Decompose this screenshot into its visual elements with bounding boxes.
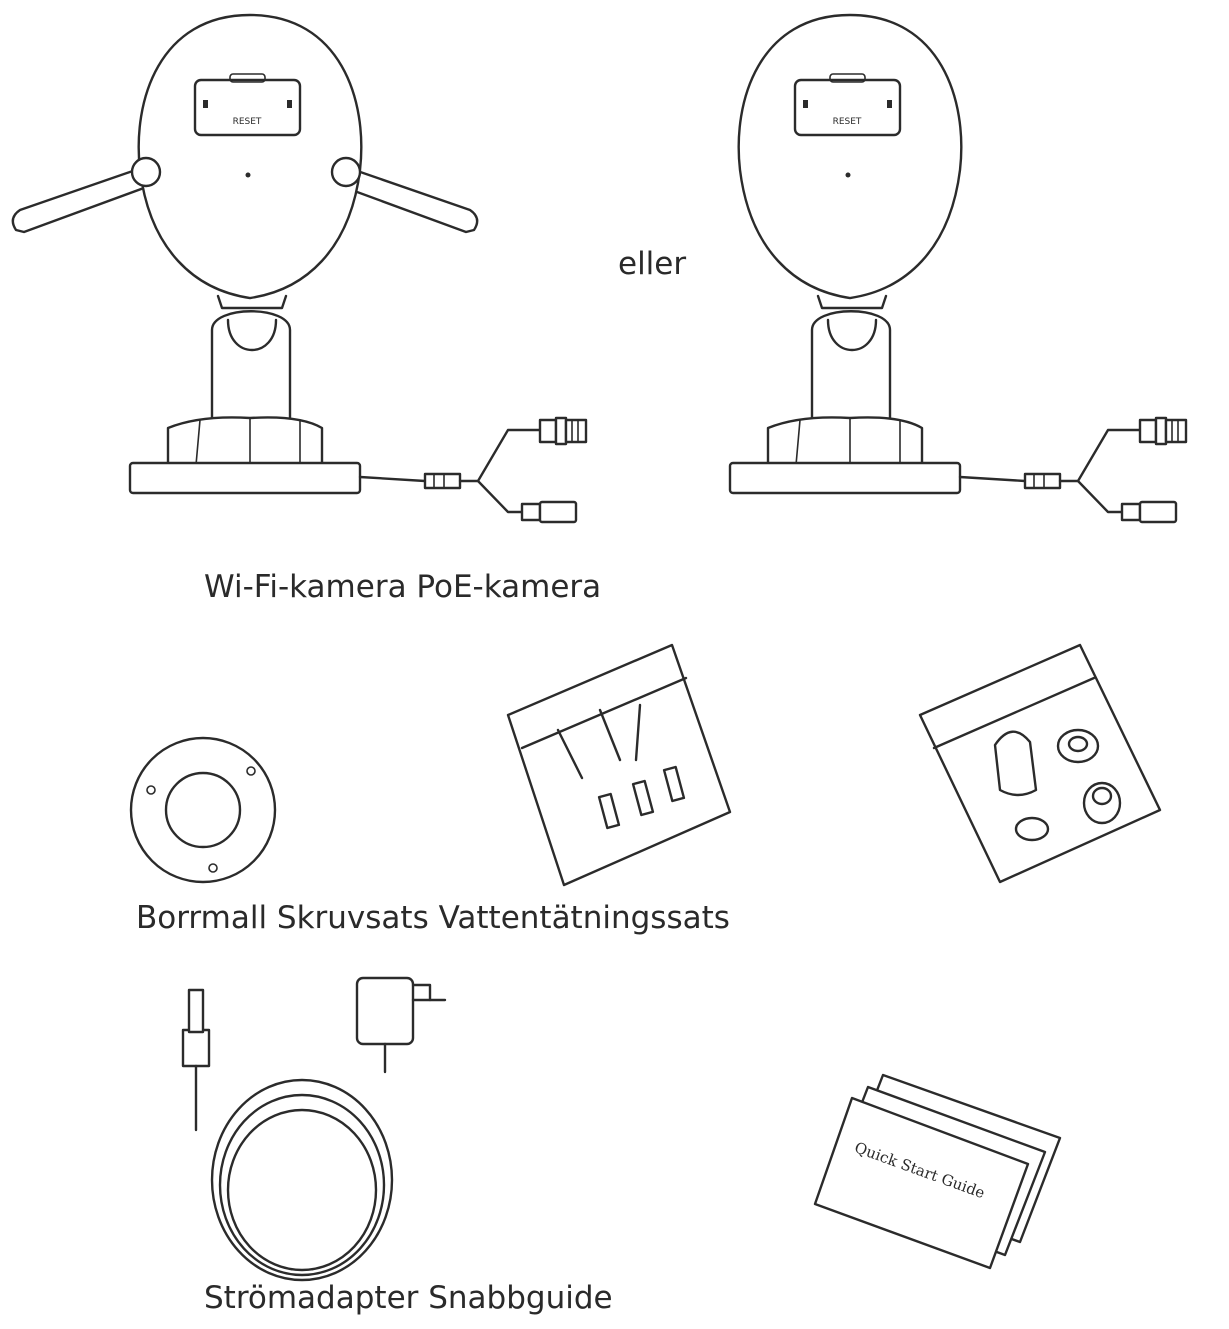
power-caption: Strömadapter Snabbguide <box>204 1280 613 1316</box>
screw-kit-drawing <box>506 643 732 887</box>
camera-caption: Wi-Fi-kamera PoE-kamera <box>204 569 602 605</box>
or-word: eller <box>618 246 687 282</box>
drill-template-drawing <box>129 736 277 884</box>
waterproof-kit-drawing <box>918 643 1162 884</box>
wifi-camera-drawing <box>11 13 588 524</box>
power-adapter-drawing <box>181 976 447 1282</box>
poe-camera-drawing <box>728 13 1188 524</box>
reset-label-poe-camera: RESET <box>833 117 862 127</box>
reset-label-wifi-camera: RESET <box>233 117 262 127</box>
accessories-caption: Borrmall Skruvsats Vattentätningssats <box>136 900 730 936</box>
quick-start-guide-drawing <box>813 1073 1062 1270</box>
